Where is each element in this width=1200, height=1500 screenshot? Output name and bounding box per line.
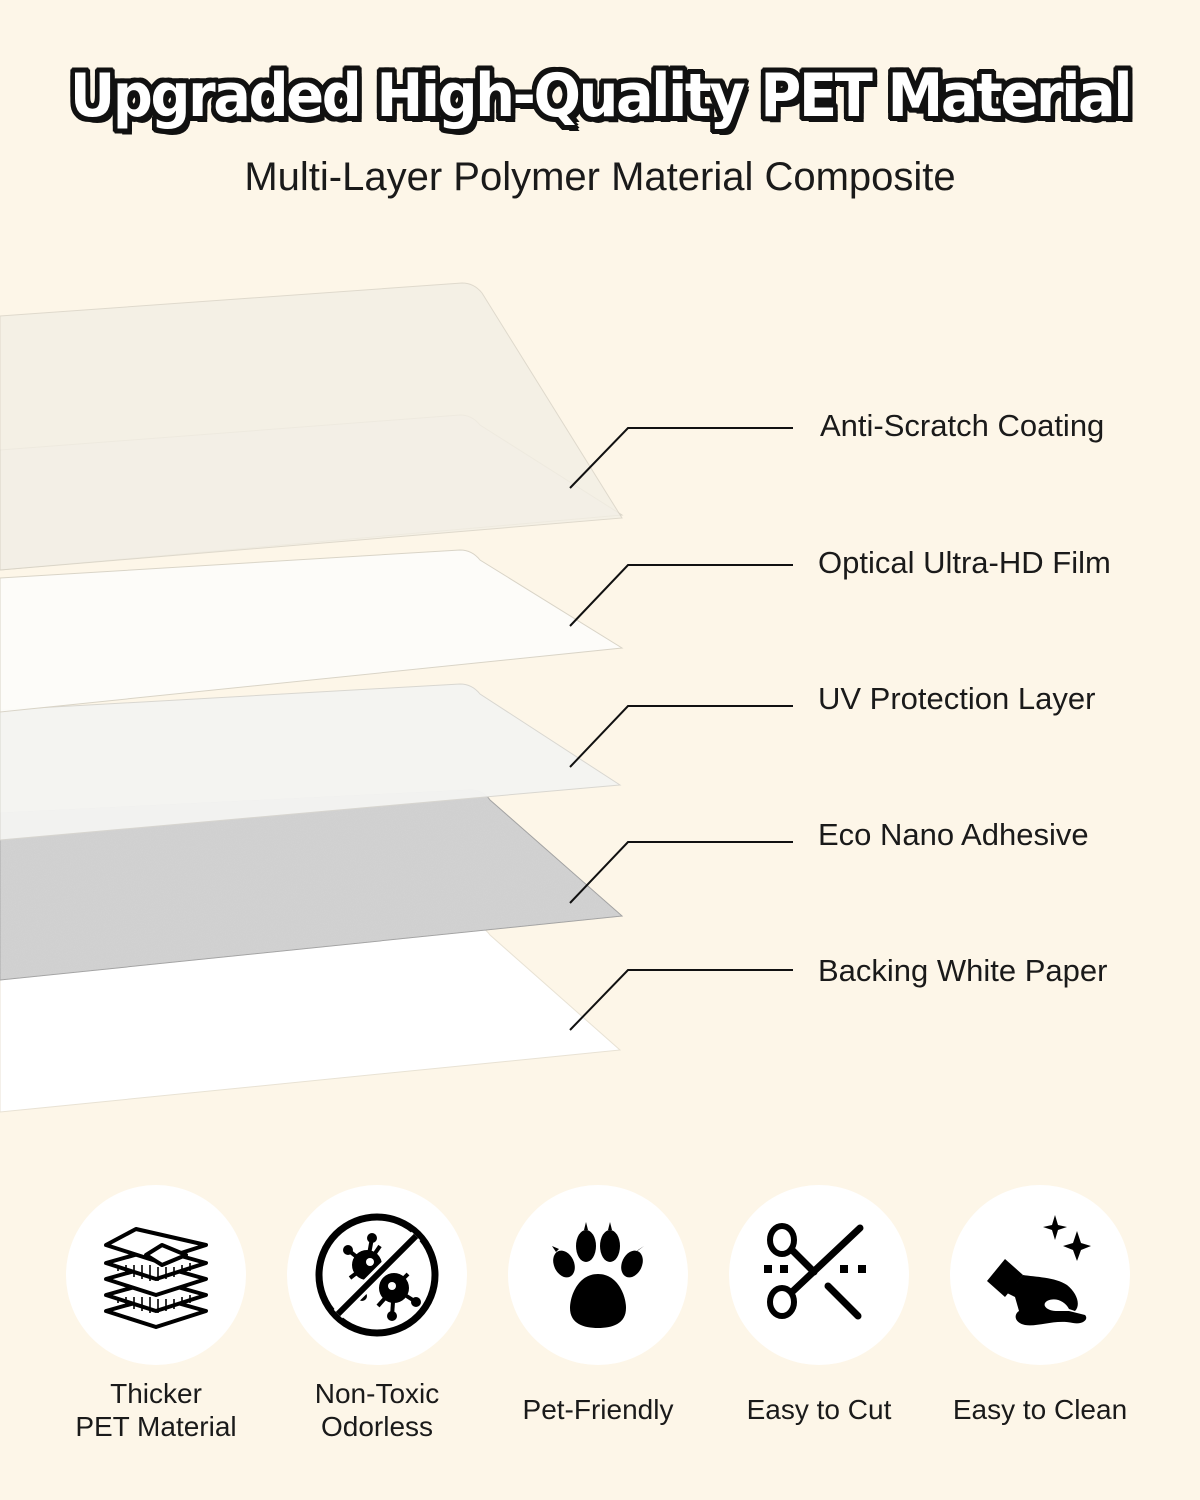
feature-label: Easy to Cut — [746, 1394, 892, 1425]
feature-label: Non-Toxic Odorless — [314, 1378, 440, 1442]
no-virus-icon — [315, 1213, 439, 1337]
layer-diagram — [0, 282, 793, 1113]
page-title: Upgraded High-Quality PET Material — [69, 61, 1133, 131]
paw-icon — [552, 1222, 644, 1328]
feature-label: Easy to Clean — [952, 1394, 1128, 1425]
wipe-hand-icon — [987, 1215, 1091, 1326]
feature-label: Thicker PET Material — [75, 1378, 237, 1442]
page-subtitle: Multi-Layer Polymer Material Composite — [244, 155, 956, 199]
callout-anti-scratch: Anti-Scratch Coating — [820, 408, 1105, 443]
feature-label: Pet-Friendly — [522, 1394, 674, 1425]
feature-thicker-pet: Thicker PET Material — [66, 1185, 246, 1442]
stacked-layers-icon — [104, 1227, 208, 1329]
callout-optical-film: Optical Ultra-HD Film — [818, 545, 1111, 580]
callout-eco-nano-adhesive: Eco Nano Adhesive — [818, 817, 1089, 852]
layer-anti-scratch — [0, 282, 623, 571]
feature-easy-cut: Easy to Cut — [729, 1185, 909, 1425]
feature-pet-friendly: Pet-Friendly — [508, 1185, 688, 1425]
feature-non-toxic: Non-Toxic Odorless — [287, 1185, 467, 1442]
layer-optical-film — [0, 549, 624, 713]
scissors-icon — [764, 1223, 866, 1320]
feature-easy-clean: Easy to Clean — [950, 1185, 1130, 1425]
layer-uv-protection — [0, 683, 622, 841]
callout-backing-paper: Backing White Paper — [818, 953, 1108, 988]
callout-uv-protection: UV Protection Layer — [818, 681, 1096, 716]
